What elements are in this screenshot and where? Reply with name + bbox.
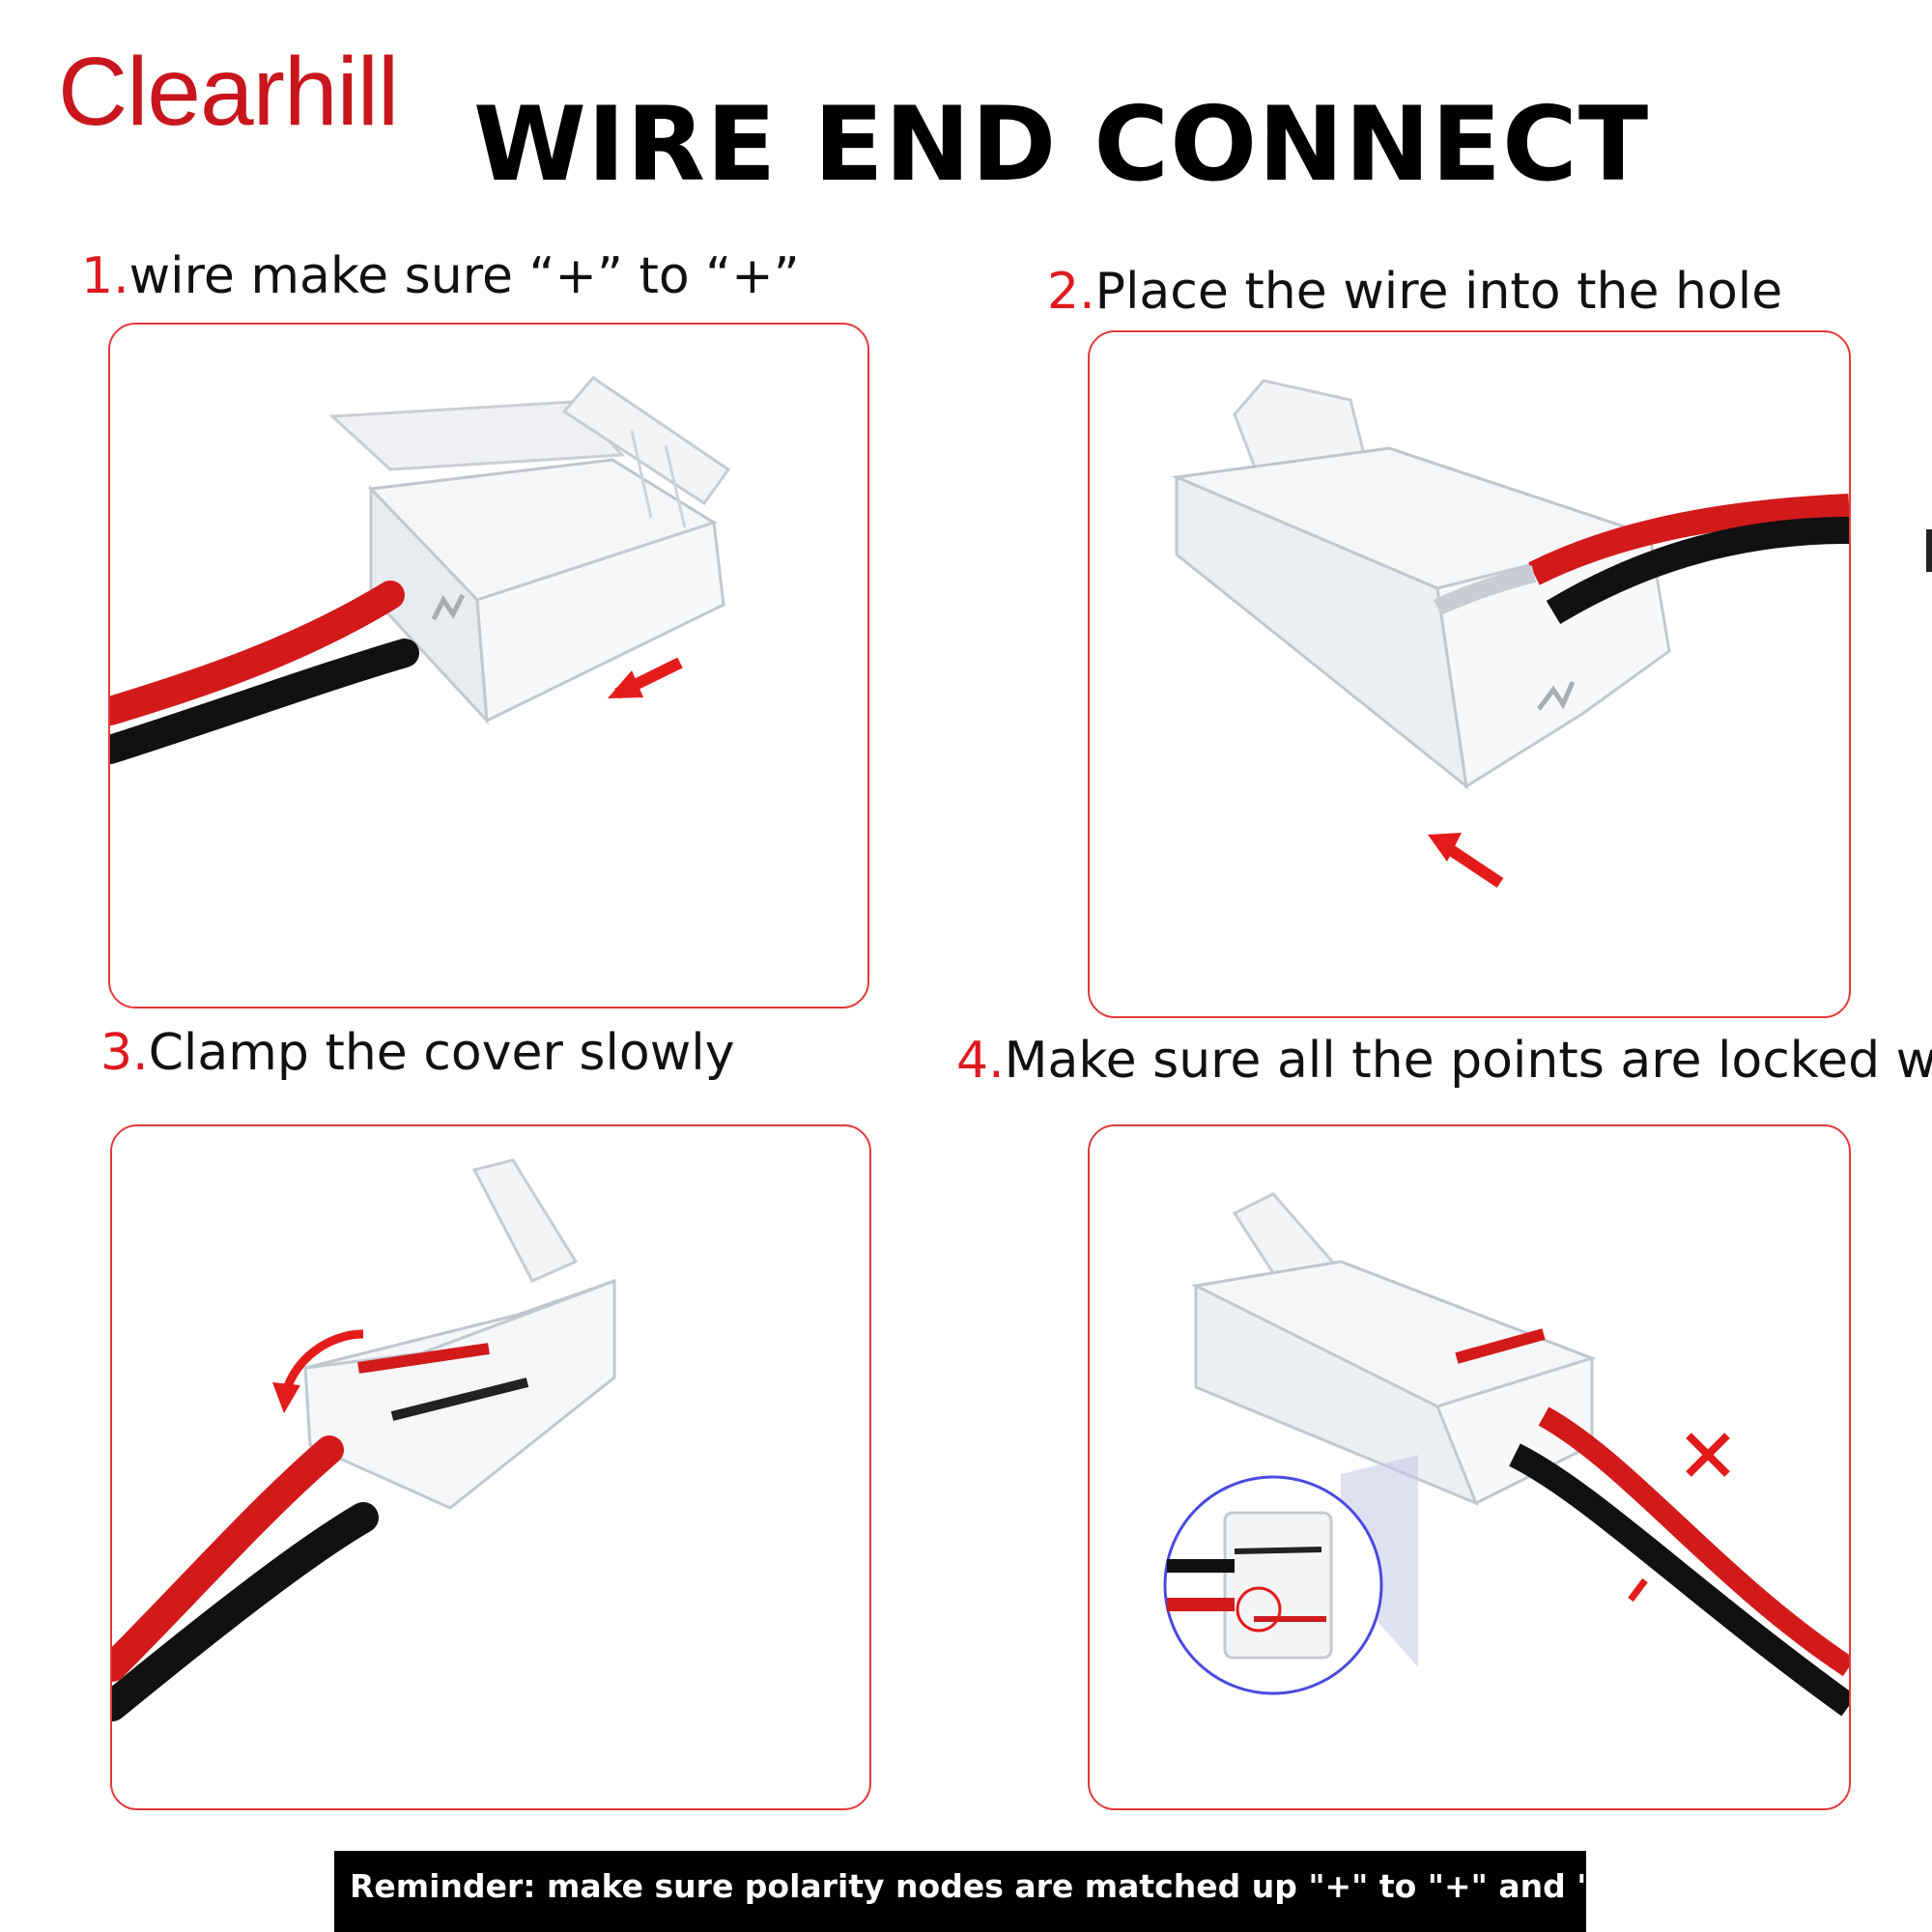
step-4-number: 4. [956, 1032, 1005, 1090]
step-1-card [108, 323, 869, 1009]
connector-illustration [1163, 1192, 1849, 1717]
connector-illustration [112, 1158, 616, 1721]
polarity-minus-mark [1628, 1577, 1648, 1603]
step-1-number: 1. [81, 247, 129, 305]
rotate-arrow-icon [272, 1329, 364, 1413]
step-4-text: Make sure all the points are locked well [1004, 1032, 1932, 1090]
step-4-card [1088, 1124, 1851, 1810]
arrow-icon [608, 657, 683, 699]
connector-illustration [1171, 379, 1849, 888]
page-title: WIRE END CONNECT [473, 85, 1650, 204]
arrow-icon [1428, 833, 1504, 888]
connector-illustration [110, 376, 731, 764]
step-4-title: 4.Make sure all the points are locked we… [956, 1032, 1932, 1090]
step-3-title: 3.Clamp the cover slowly [100, 1024, 735, 1082]
step-2-text: Place the wire into the hole [1094, 263, 1783, 321]
step-3-number: 3. [100, 1024, 149, 1082]
brand-logo: Clearhill [58, 38, 399, 146]
step-2-card [1088, 330, 1851, 1018]
step-3-card [110, 1124, 871, 1810]
step-2-title: 2.Place the wire into the hole [1047, 263, 1782, 321]
step-1-text: wire make sure “+” to “+” [128, 247, 800, 305]
reminder-banner: Reminder: make sure polarity nodes are m… [334, 1851, 1729, 1932]
magnifier-inset [1163, 1475, 1383, 1695]
step-3-text: Clamp the cover slowly [148, 1024, 735, 1082]
edge-divider [1926, 529, 1932, 572]
step-2-number: 2. [1047, 263, 1095, 321]
polarity-plus-mark [1686, 1433, 1730, 1477]
step-1-title: 1.wire make sure “+” to “+” [81, 247, 800, 305]
